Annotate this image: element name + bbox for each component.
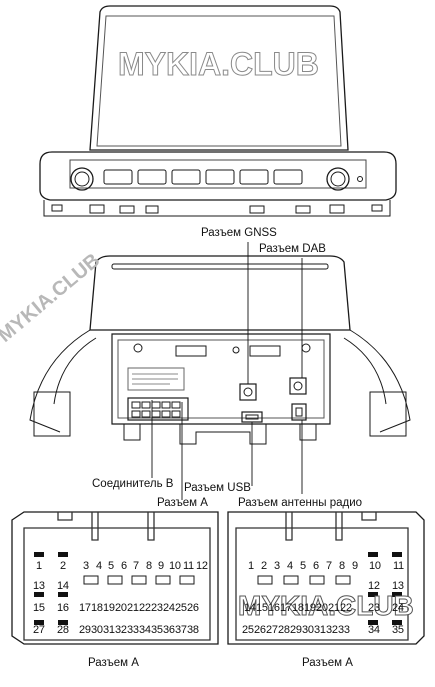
pin-number: 7 [326, 560, 332, 572]
label-usb-connector: Разъем USB [184, 482, 251, 494]
pin-number: 10 [169, 560, 181, 572]
pin-number: 29 [290, 624, 302, 636]
pin-markers [34, 552, 402, 625]
pin-number: 2 [60, 560, 66, 572]
pin-number: 3 [274, 560, 280, 572]
pin-number: 16 [268, 602, 280, 614]
pin-number: 8 [146, 560, 152, 572]
pin-number: 32 [115, 624, 127, 636]
pin-number: 25 [242, 624, 254, 636]
pin-number: 4 [287, 560, 293, 572]
callout-leaders [151, 242, 303, 500]
pin-number: 28 [278, 624, 290, 636]
label-dab-connector: Разъем DAB [259, 243, 326, 255]
pin-number: 26 [187, 602, 199, 614]
pin-number: 37 [175, 624, 187, 636]
watermark-top: MYKIA.CLUB [118, 46, 320, 83]
pin-number: 30 [91, 624, 103, 636]
label-connector-a: Разъем A [157, 497, 208, 509]
pin-number: 11 [393, 560, 404, 572]
label-gnss-connector: Разъем GNSS [201, 227, 277, 239]
pin-number: 15 [256, 602, 268, 614]
caption-left-connector: Разъем A [88, 657, 139, 669]
pin-number: 6 [121, 560, 127, 572]
head-unit-rear-view [29, 255, 411, 445]
label-connector-b: Соединитель B [92, 478, 174, 490]
pin-number: 16 [57, 602, 69, 614]
pin-number: 8 [339, 560, 345, 572]
pin-number: 25 [175, 602, 187, 614]
pin-number: 38 [187, 624, 199, 636]
pin-number: 33 [338, 624, 350, 636]
pin-number: 10 [369, 560, 381, 572]
pin-number: 9 [158, 560, 164, 572]
label-radio-antenna-connector: Разъем антенны радио [238, 497, 363, 509]
head-unit-front-view [39, 5, 397, 217]
pin-number: 31 [314, 624, 326, 636]
pin-number: 23 [151, 602, 163, 614]
pin-number: 27 [33, 624, 45, 636]
pin-number: 20 [316, 602, 328, 614]
pin-number: 15 [33, 602, 45, 614]
pin-number: 21 [127, 602, 139, 614]
watermark-bottom: MYKIA.CLUB [238, 590, 415, 622]
pin-number: 12 [368, 580, 380, 592]
pin-number: 19 [304, 602, 316, 614]
pin-number: 12 [196, 560, 208, 572]
pin-number: 23 [368, 602, 380, 614]
pin-number: 14 [57, 580, 69, 592]
pin-number: 28 [57, 624, 69, 636]
caption-right-connector: Разъем A [302, 657, 353, 669]
pin-number: 20 [115, 602, 127, 614]
pin-number: 2 [261, 560, 267, 572]
pin-number: 18 [292, 602, 304, 614]
pin-number: 35 [392, 624, 404, 636]
pin-number: 29 [79, 624, 91, 636]
pin-number: 26 [254, 624, 266, 636]
pin-number: 34 [139, 624, 151, 636]
pin-number: 11 [183, 560, 194, 572]
pin-number: 31 [103, 624, 115, 636]
pin-number: 5 [300, 560, 306, 572]
pin-number: 22 [139, 602, 151, 614]
pin-number: 5 [108, 560, 114, 572]
pin-number: 17 [280, 602, 292, 614]
pin-number: 34 [368, 624, 380, 636]
pin-number: 13 [392, 580, 404, 592]
pin-number: 24 [392, 602, 404, 614]
pin-number: 1 [248, 560, 254, 572]
pin-number: 36 [163, 624, 175, 636]
pin-number: 6 [313, 560, 319, 572]
pin-number: 17 [79, 602, 91, 614]
pin-number: 19 [103, 602, 115, 614]
pin-number: 13 [33, 580, 45, 592]
pinout-right-housing [227, 511, 425, 645]
pinout-left-housing [11, 511, 219, 645]
pin-number: 21 [328, 602, 340, 614]
pin-number: 33 [127, 624, 139, 636]
pin-number: 14 [244, 602, 256, 614]
pin-number: 7 [133, 560, 139, 572]
pin-number: 22 [340, 602, 352, 614]
pin-number: 18 [91, 602, 103, 614]
pin-number: 30 [302, 624, 314, 636]
pin-number: 27 [266, 624, 278, 636]
pin-number: 35 [151, 624, 163, 636]
pin-number: 32 [326, 624, 338, 636]
pin-number: 24 [163, 602, 175, 614]
pin-number: 3 [83, 560, 89, 572]
pin-number: 1 [36, 560, 42, 572]
pin-number: 4 [96, 560, 102, 572]
pin-number: 9 [352, 560, 358, 572]
